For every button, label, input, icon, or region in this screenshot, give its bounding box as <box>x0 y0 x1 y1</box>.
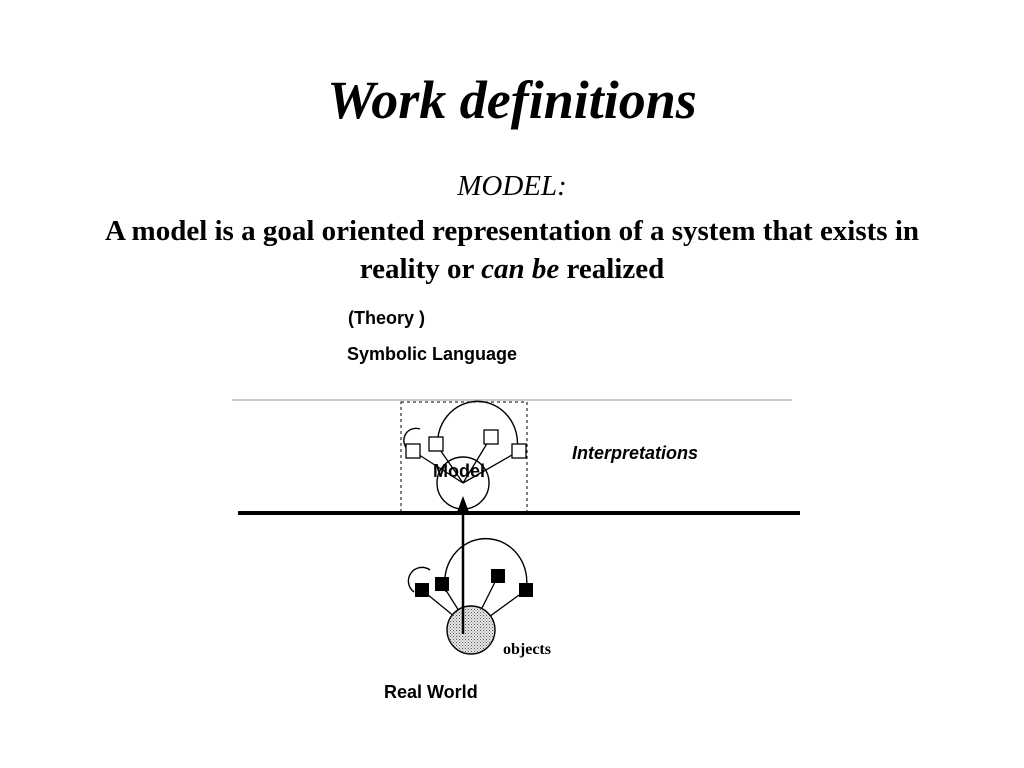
definition-text-end: realized <box>559 253 665 285</box>
model-label: Model <box>433 461 485 481</box>
definition-text-start: A model is a goal oriented representatio… <box>104 215 920 285</box>
symbolic-language-label: Symbolic Language <box>347 344 518 364</box>
real-world-label: Real World <box>384 682 478 702</box>
objects-label: objects <box>503 641 551 658</box>
model-definition: A model is a goal oriented representatio… <box>80 212 944 288</box>
abstraction-arrowhead <box>457 496 469 512</box>
object-sphere <box>446 605 496 655</box>
model-subheading: MODEL: <box>457 170 567 202</box>
real-world-structure <box>407 537 533 655</box>
definition-emphasis: can be <box>481 253 560 285</box>
theory-label: (Theory ) <box>348 308 426 328</box>
slide-title: Work definitions <box>327 70 697 130</box>
interpretations-label: Interpretations <box>572 443 699 463</box>
symbolic-model-structure <box>403 400 527 510</box>
